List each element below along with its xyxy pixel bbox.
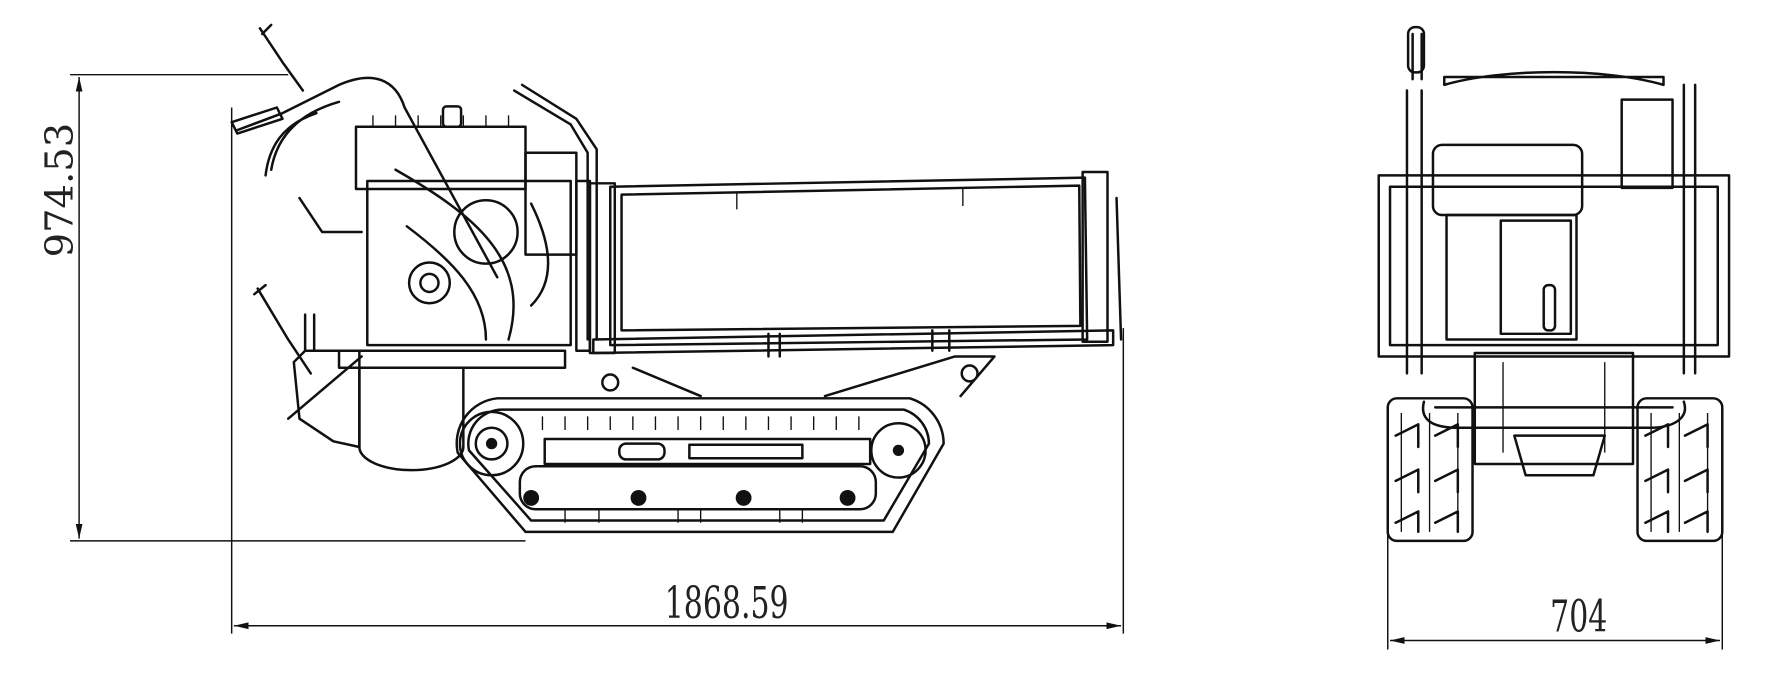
- top-handle: [1443, 70, 1665, 87]
- dump-bed: [588, 170, 1123, 358]
- height-dimension-label: 974.53: [37, 123, 82, 258]
- width-dimension-label: 704: [1550, 590, 1607, 642]
- width-dimension: 704: [1387, 531, 1724, 650]
- operator-handlebar: [230, 23, 598, 375]
- engine-block: [337, 105, 592, 370]
- battery-box: [1620, 98, 1674, 190]
- fuel-tank: [358, 366, 465, 472]
- control-lever: [1406, 25, 1426, 74]
- side-view: [230, 23, 1123, 534]
- height-dimension: 974.53: [37, 73, 526, 542]
- drive-housing: [1473, 351, 1635, 466]
- length-dimension: 1868.59: [230, 107, 1125, 634]
- front-frame: [1377, 174, 1731, 358]
- control-housing: [292, 349, 361, 449]
- crawler-track: [455, 397, 945, 534]
- front-view: [1377, 25, 1731, 543]
- left-track: [1386, 397, 1474, 543]
- engine-fuel-tank: [1431, 143, 1584, 217]
- tipping-arm: [631, 355, 996, 398]
- length-dimension-label: 1868.59: [665, 577, 789, 629]
- front-bumper: [1421, 400, 1687, 429]
